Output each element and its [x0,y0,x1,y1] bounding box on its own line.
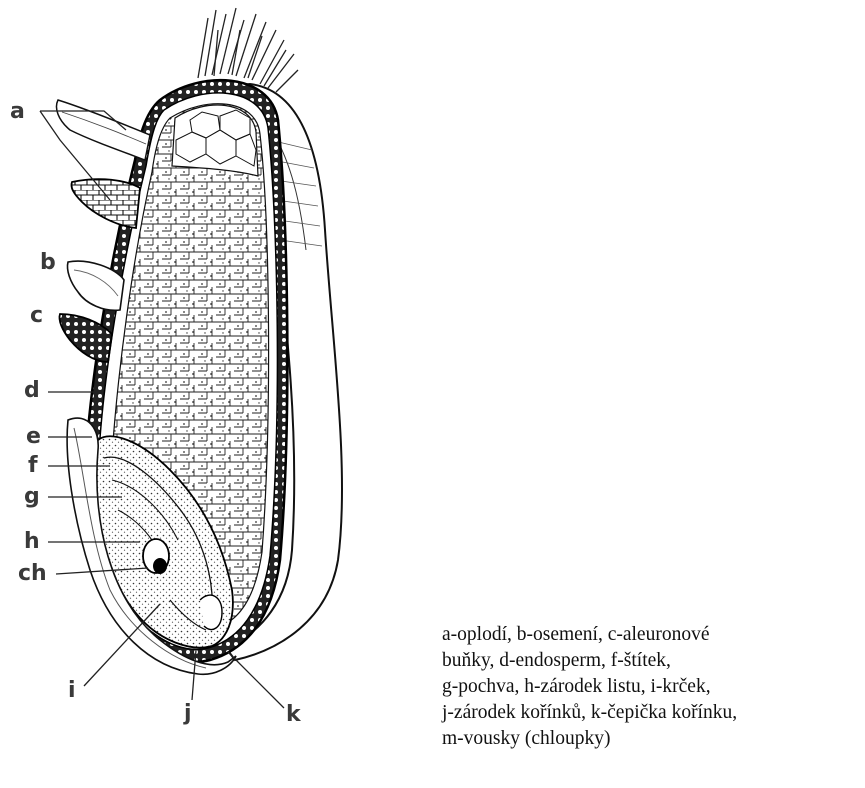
label-ch: ch [18,563,47,585]
caption-line: m-vousky (chloupky) [442,726,862,752]
label-j: j [184,703,192,725]
label-h: h [24,531,40,553]
caption-line: j-zárodek kořínků, k-čepička kořínku, [442,700,862,726]
label-c: c [30,305,43,327]
label-g: g [24,486,40,508]
pericarp-flap [57,100,151,160]
label-i: i [68,680,76,702]
caption-line: g-pochva, h-zárodek listu, i-krček, [442,674,862,700]
legend-caption: a-oplodí, b-osemení, c-aleuronové buňky,… [442,622,862,752]
caption-line: buňky, d-endosperm, f-štítek, [442,648,862,674]
label-b: b [40,252,56,274]
label-f: f [28,455,38,477]
caption-line: a-oplodí, b-osemení, c-aleuronové [442,622,862,648]
label-e: e [26,426,41,448]
label-a: a [10,101,25,123]
label-k: k [286,704,301,726]
label-d: d [24,380,40,402]
